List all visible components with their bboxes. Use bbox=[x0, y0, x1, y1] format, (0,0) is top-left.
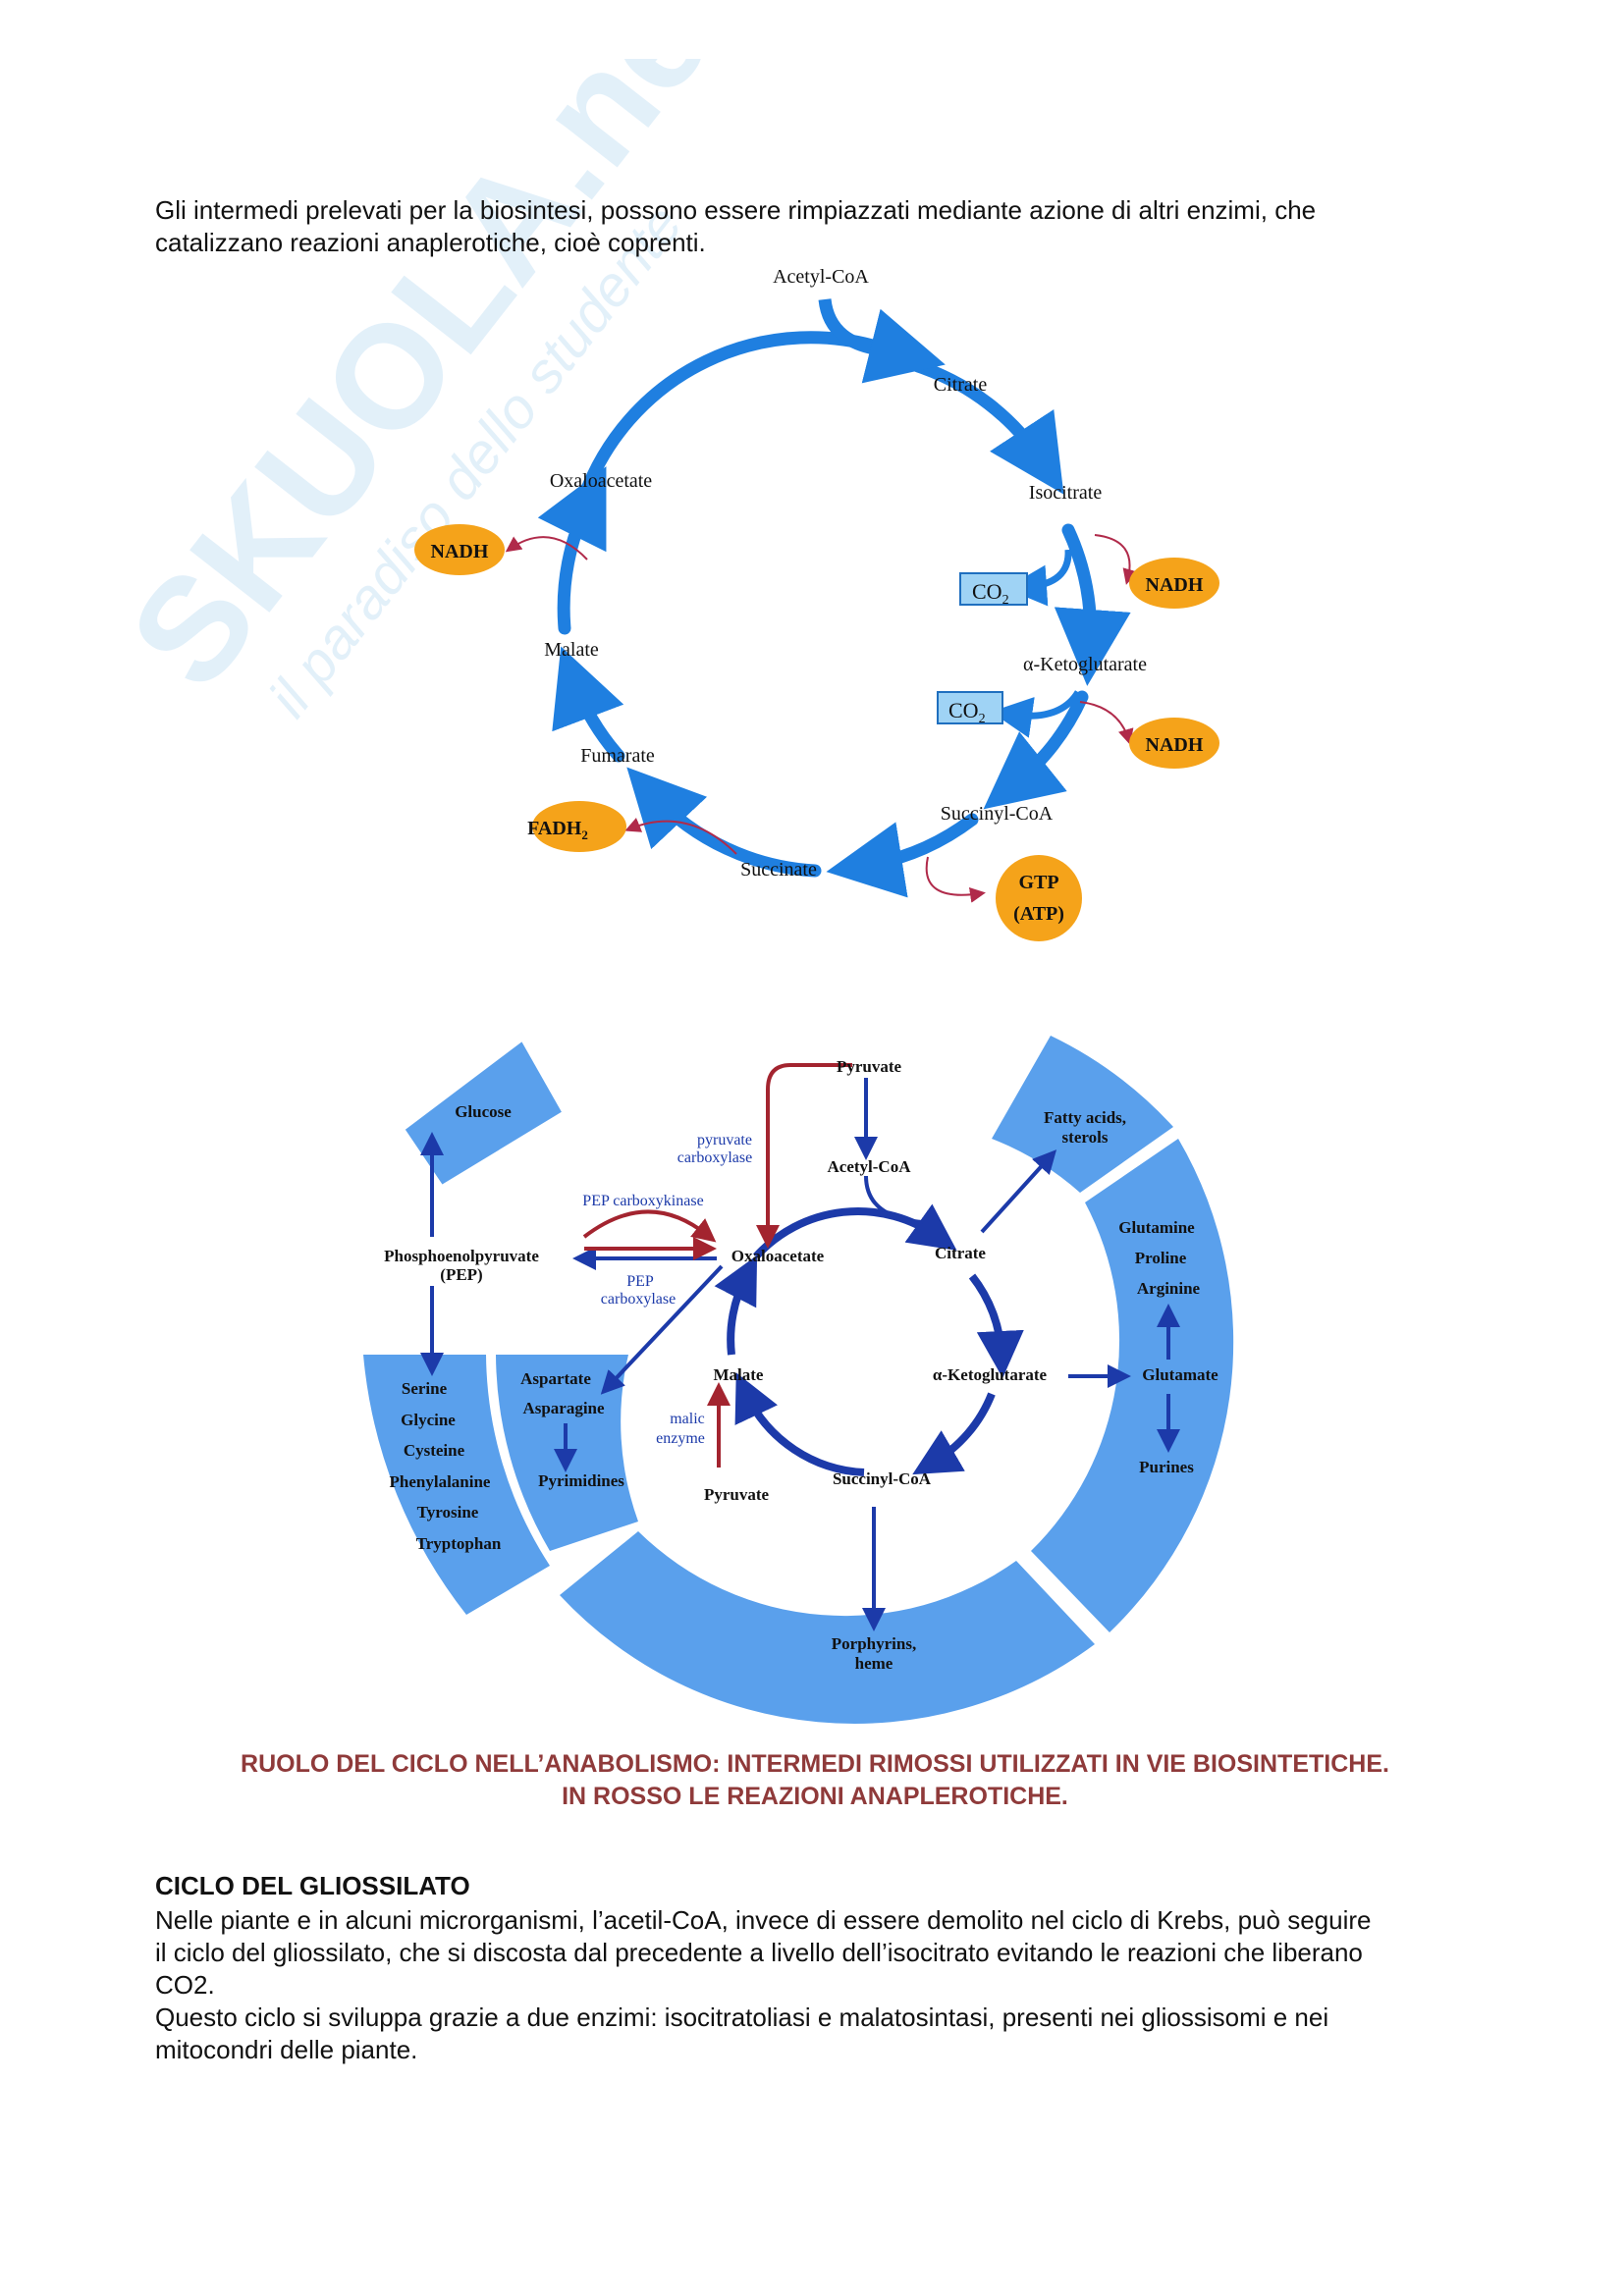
ana-arc-citrate-to-ketoglutarate bbox=[972, 1276, 1001, 1355]
ana-proline-label: Proline bbox=[1135, 1249, 1187, 1267]
section-p1-line-1: Nelle piante e in alcuni microrganismi, … bbox=[155, 1904, 1490, 1937]
ana-glycine-label: Glycine bbox=[401, 1411, 456, 1429]
ana-pep-carboxylase-label-2: carboxylase bbox=[601, 1291, 676, 1308]
cycle-arc-ketoglutarate-to-succinyl bbox=[1013, 697, 1082, 785]
ana-pyruvate-carboxylase-label-1: pyruvate bbox=[697, 1132, 752, 1148]
cycle-arc-succinyl-to-succinate bbox=[864, 820, 972, 866]
gtp-label: GTP bbox=[1018, 872, 1058, 893]
ana-arc-succinyl-to-malate bbox=[746, 1394, 864, 1472]
krebs-acetyl-coa-label: Acetyl-CoA bbox=[773, 266, 869, 288]
nadh-arrow-3 bbox=[1080, 702, 1129, 741]
ana-pep-label-2: (PEP) bbox=[440, 1265, 482, 1284]
krebs-malate-label: Malate bbox=[544, 639, 599, 661]
cycle-arc-isocitrate-to-ketoglutarate bbox=[1068, 530, 1091, 648]
co2-sub-1: 2 bbox=[1002, 593, 1009, 608]
ana-cysteine-label: Cysteine bbox=[404, 1441, 465, 1460]
ana-tryptophan-label: Tryptophan bbox=[416, 1534, 502, 1553]
fadh-sub: 2 bbox=[581, 828, 588, 842]
krebs-succinyl-coa-label: Succinyl-CoA bbox=[941, 803, 1054, 825]
section-p2-line-1: Questo ciclo si sviluppa grazie a due en… bbox=[155, 2002, 1490, 2034]
arrow-citrate-to-fatty bbox=[982, 1158, 1049, 1232]
ana-ketoglutarate-label: α-Ketoglutarate bbox=[933, 1365, 1048, 1384]
ana-glutamate-label: Glutamate bbox=[1142, 1365, 1218, 1384]
section-p1-line-3: CO2. bbox=[155, 1969, 1490, 2002]
anaplerotic-pep-carboxykinase bbox=[584, 1211, 707, 1237]
ana-pep-label-1: Phosphoenolpyruvate bbox=[384, 1247, 539, 1265]
gtp-arrow bbox=[927, 857, 982, 895]
sector-glutamate-family bbox=[1031, 1139, 1233, 1632]
ana-pep-carboxylase-label-1: PEP bbox=[626, 1273, 654, 1290]
anabolism-figure: Pyruvate Acetyl-CoA Oxaloacetate Citrate… bbox=[0, 982, 1624, 1747]
figure-caption-line-2: IN ROSSO LE REAZIONI ANAPLEROTICHE. bbox=[98, 1781, 1532, 1813]
ana-fatty-label-1: Fatty acids, bbox=[1044, 1108, 1126, 1127]
section-heading: CICLO DEL GLIOSSILATO bbox=[155, 1871, 470, 1901]
ana-pyruvate-top-label: Pyruvate bbox=[837, 1057, 902, 1076]
ana-glutamine-label: Glutamine bbox=[1118, 1218, 1195, 1237]
ana-malate-label: Malate bbox=[714, 1365, 764, 1384]
ana-tyrosine-label: Tyrosine bbox=[417, 1503, 479, 1522]
acetyl-coa-entry-arrow bbox=[825, 299, 908, 355]
section-p1-line-2: il ciclo del gliossilato, che si discost… bbox=[155, 1937, 1490, 1969]
ana-acetyl-coa-label: Acetyl-CoA bbox=[828, 1157, 912, 1176]
co2-sub-2: 2 bbox=[979, 712, 986, 726]
ana-serine-label: Serine bbox=[402, 1379, 448, 1398]
section-p2-line-2: mitocondri delle piante. bbox=[155, 2034, 1490, 2066]
krebs-succinate-label: Succinate bbox=[740, 859, 817, 881]
ana-aspartate-label: Aspartate bbox=[520, 1369, 591, 1388]
gtp-oval bbox=[996, 855, 1082, 941]
figure-caption-line-1: RUOLO DEL CICLO NELL’ANABOLISMO: INTERME… bbox=[98, 1748, 1532, 1781]
krebs-isocitrate-label: Isocitrate bbox=[1029, 482, 1103, 504]
ana-arc-ketoglutarate-to-succinyl bbox=[933, 1394, 992, 1463]
ana-citrate-label: Citrate bbox=[935, 1244, 986, 1262]
svg-text:FADH2: FADH2 bbox=[527, 818, 588, 842]
ana-asparagine-label: Asparagine bbox=[522, 1399, 605, 1417]
ana-porphyrins-label-1: Porphyrins, bbox=[832, 1634, 916, 1653]
ana-succinyl-coa-label: Succinyl-CoA bbox=[833, 1469, 932, 1488]
ana-glucose-label: Glucose bbox=[455, 1102, 512, 1121]
ana-arginine-label: Arginine bbox=[1137, 1279, 1201, 1298]
sector-porphyrins bbox=[560, 1531, 1095, 1724]
nadh-label-3: NADH bbox=[1146, 734, 1204, 756]
ana-porphyrins-label-2: heme bbox=[855, 1654, 893, 1673]
ana-phenylalanine-label: Phenylalanine bbox=[390, 1472, 491, 1491]
krebs-oxaloacetate-label: Oxaloacetate bbox=[550, 470, 652, 492]
cycle-arc-malate-to-oxaloacetate bbox=[564, 501, 589, 628]
co2-label-1: CO bbox=[972, 579, 1002, 604]
ana-malic-enzyme-label-1: malic bbox=[670, 1411, 705, 1427]
krebs-fumarate-label: Fumarate bbox=[580, 745, 655, 767]
nadh-label-1: NADH bbox=[431, 541, 489, 562]
fadh-label: FADH bbox=[527, 818, 582, 839]
ana-purines-label: Purines bbox=[1139, 1458, 1194, 1476]
ana-pyruvate-carboxylase-label-2: carboxylase bbox=[677, 1149, 752, 1166]
ana-pyruvate-bottom-label: Pyruvate bbox=[704, 1485, 770, 1504]
atp-label: (ATP) bbox=[1013, 903, 1064, 925]
ana-fatty-label-2: sterols bbox=[1062, 1128, 1109, 1147]
co2-label-2: CO bbox=[948, 698, 979, 722]
ana-pyrimidines-label: Pyrimidines bbox=[538, 1471, 624, 1490]
ana-pep-carboxykinase-label: PEP carboxykinase bbox=[582, 1193, 703, 1209]
krebs-citrate-label: Citrate bbox=[934, 374, 988, 396]
nadh-label-2: NADH bbox=[1146, 574, 1204, 596]
ana-arc-malate-to-oxaloacetate bbox=[731, 1276, 746, 1355]
nadh-arrow-2 bbox=[1095, 535, 1130, 581]
krebs-cycle-figure: CO2 CO2 NADH NADH NADH FADH2 GTP (ATP) A… bbox=[0, 0, 1624, 982]
ana-oxaloacetate-label: Oxaloacetate bbox=[731, 1247, 825, 1265]
ana-malic-enzyme-label-2: enzyme bbox=[656, 1430, 705, 1447]
krebs-ketoglutarate-label: α-Ketoglutarate bbox=[1023, 654, 1147, 675]
co2-release-arrow-1 bbox=[1026, 550, 1068, 587]
